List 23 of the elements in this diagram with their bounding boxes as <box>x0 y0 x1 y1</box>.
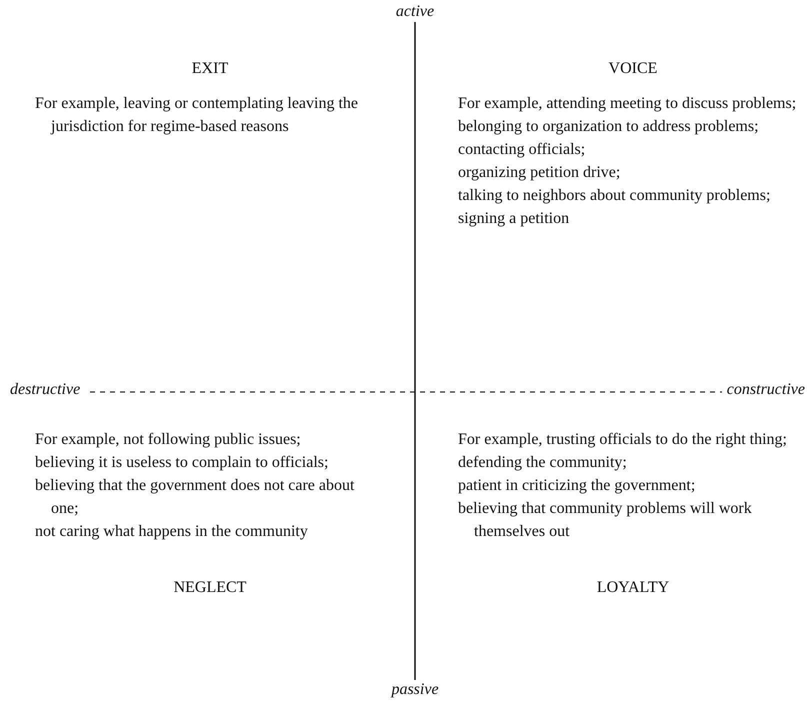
example-text: defending the community; <box>458 453 628 473</box>
example-text: believing it is useless to complain to officials; <box>35 453 330 473</box>
example-text: believing that the government does not care about one; <box>35 476 356 519</box>
axis-label: destructive <box>10 381 80 399</box>
example-text: organizing petition drive; <box>458 163 622 183</box>
example-text: For example, leaving or contemplating leaving the jurisdiction for regime-based reasons <box>35 94 360 137</box>
example-text: talking to neighbors about community problems; <box>458 186 772 206</box>
example-text: For example, not following public issues; <box>35 430 302 450</box>
example-text: For example, attending meeting to discuss problems; <box>458 94 798 114</box>
quadrant-heading: LOYALTY <box>596 579 670 596</box>
example-text: belonging to organization to address problems; <box>458 117 760 137</box>
axis-label: active <box>396 3 434 21</box>
quadrant-heading: EXIT <box>192 60 228 77</box>
axis-label: constructive <box>726 381 805 399</box>
axis-label: passive <box>391 681 439 699</box>
quadrant-heading: NEGLECT <box>174 579 246 596</box>
example-text: patient in criticizing the government; <box>458 476 696 496</box>
example-text: not caring what happens in the community <box>35 522 309 542</box>
example-text: signing a petition <box>458 209 570 229</box>
example-text: For example, trusting officials to do the right thing; <box>458 430 788 450</box>
example-text: believing that community problems will work themselves out <box>458 499 753 542</box>
quadrant-heading: VOICE <box>608 60 658 77</box>
example-text: contacting officials; <box>458 140 586 160</box>
